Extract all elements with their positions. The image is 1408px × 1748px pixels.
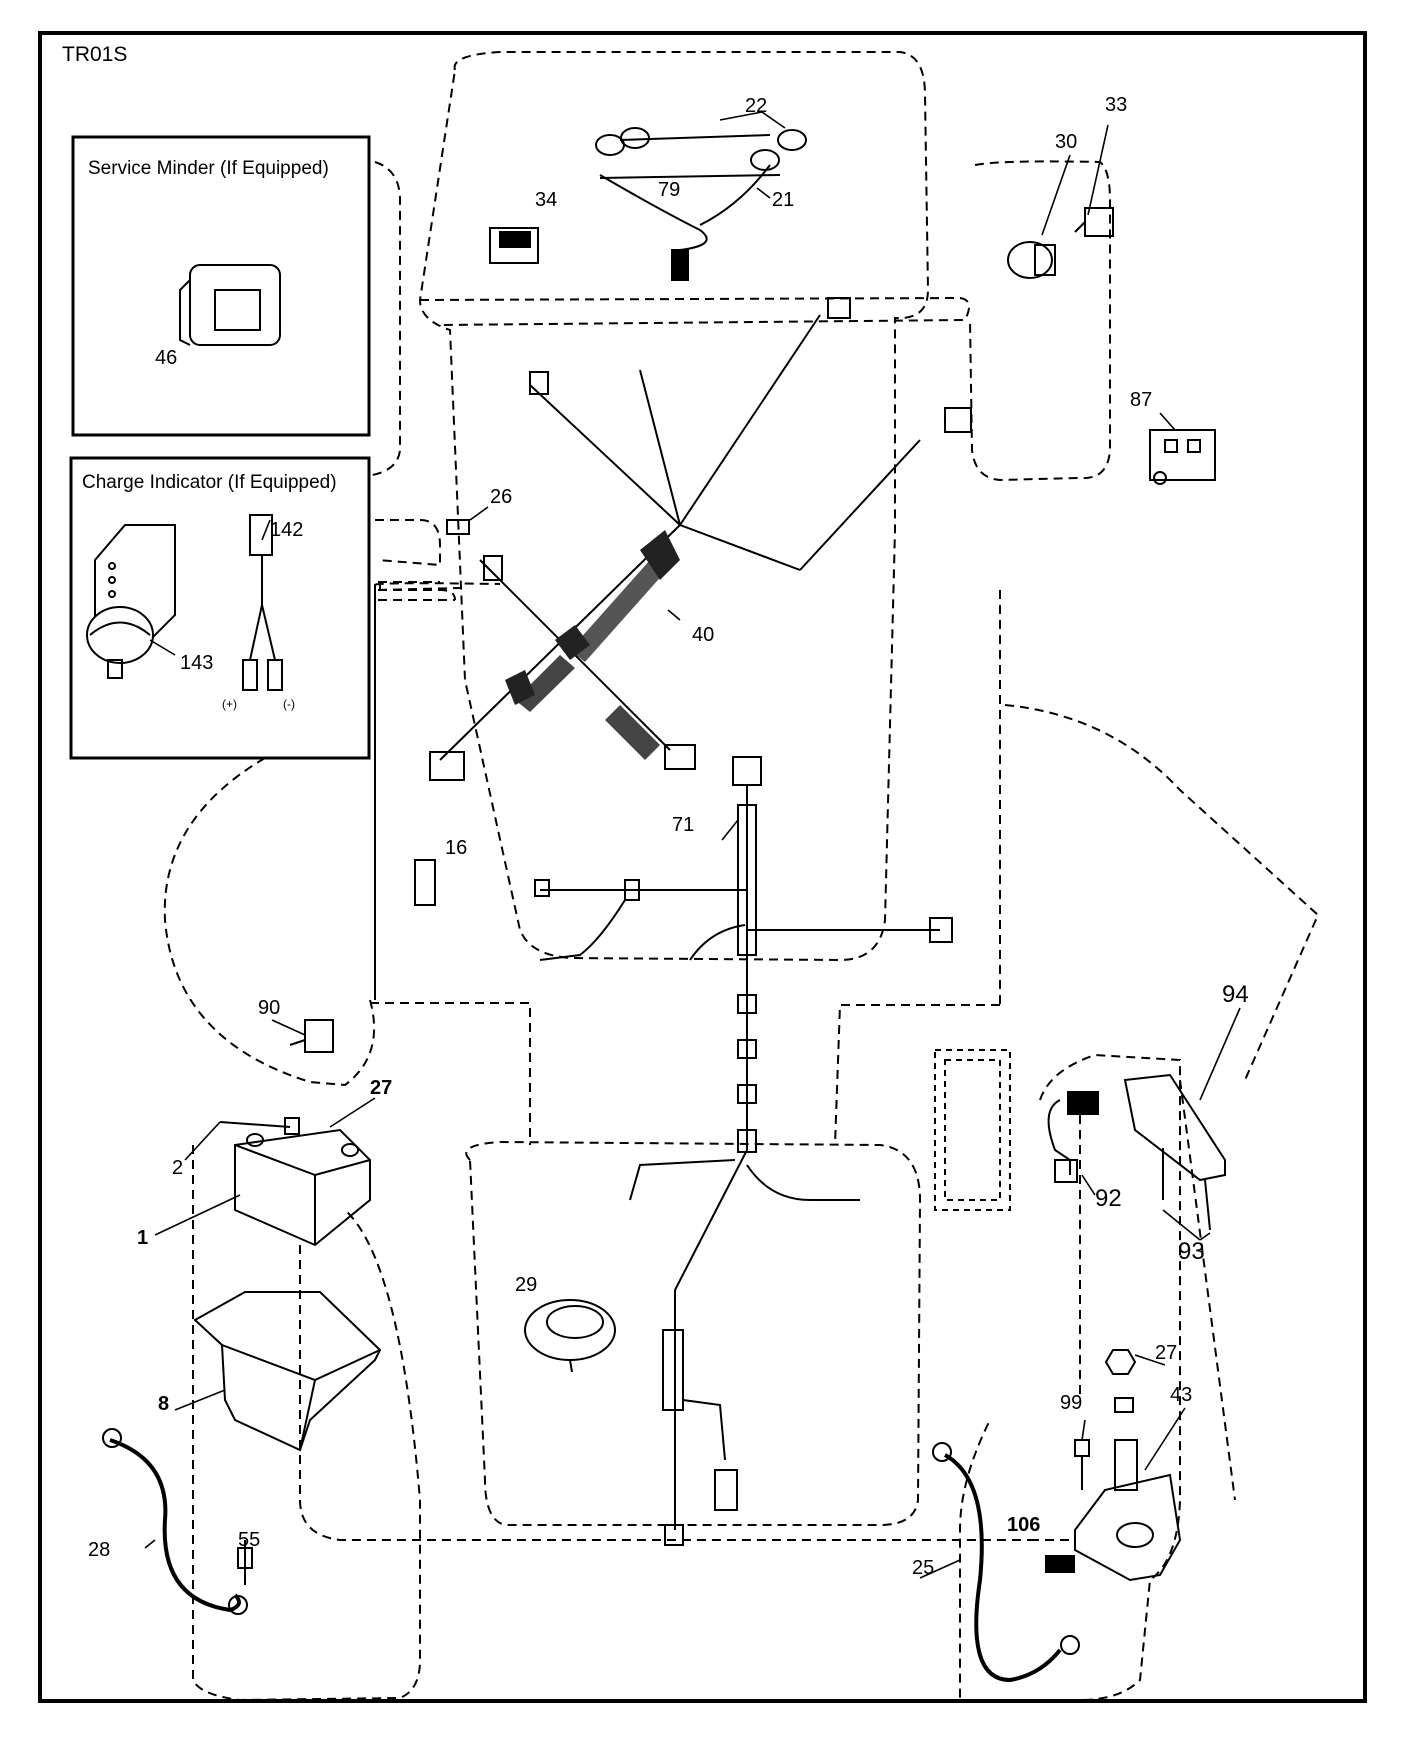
part-label-22: 22 xyxy=(745,95,768,117)
fuse-26 xyxy=(446,519,470,535)
lower-center-outline xyxy=(465,1140,922,1526)
switch-34 xyxy=(489,227,539,264)
part-label-142: 142 xyxy=(270,519,304,541)
terminal-negative: (-) xyxy=(283,697,295,711)
part-label-34: 34 xyxy=(535,189,558,211)
center-frame-right xyxy=(834,1004,1000,1146)
part-label-28: 28 xyxy=(88,1539,111,1561)
part-label-55: 55 xyxy=(238,1529,261,1551)
main-harness xyxy=(429,297,972,781)
part-label-106: 106 xyxy=(1007,1514,1041,1536)
part-label-27-top: 27 xyxy=(370,1077,393,1099)
part-label-33: 33 xyxy=(1105,94,1128,116)
terminal-positive: (+) xyxy=(222,697,237,711)
part-label-26: 26 xyxy=(490,486,513,508)
part-16 xyxy=(414,859,436,906)
part-label-29: 29 xyxy=(515,1274,538,1296)
charge-indicator-title: Charge Indicator (If Equipped) xyxy=(82,472,337,493)
outer-frame xyxy=(38,31,1367,1703)
service-minder-part xyxy=(179,264,281,346)
part-label-8: 8 xyxy=(158,1393,170,1415)
battery-tray xyxy=(193,1291,382,1452)
part-label-40: 40 xyxy=(692,624,715,646)
connector xyxy=(529,371,549,395)
part-label-99: 99 xyxy=(1060,1392,1083,1414)
seat-switch-94 xyxy=(1047,1073,1226,1231)
cable-25 xyxy=(932,1442,1080,1683)
steering-outline xyxy=(418,51,930,962)
leader-lines xyxy=(144,111,1241,1579)
part-90 xyxy=(289,1019,334,1053)
left-panel-outline xyxy=(371,161,401,476)
part-label-143: 143 xyxy=(180,652,214,674)
harness-71 xyxy=(534,756,953,1546)
harness-sleeves xyxy=(505,530,680,760)
part-label-90: 90 xyxy=(258,997,281,1019)
part-label-43: 43 xyxy=(1170,1384,1193,1406)
part-106 xyxy=(1045,1555,1075,1573)
ignition-switch xyxy=(1007,207,1114,279)
part-label-46: 46 xyxy=(155,347,178,369)
part-29 xyxy=(524,1299,616,1373)
headlight-harness xyxy=(595,127,807,281)
part-label-1: 1 xyxy=(137,1227,149,1249)
right-panel-outline xyxy=(969,160,1111,482)
diagram-code: TR01S xyxy=(62,43,128,66)
part-label-79: 79 xyxy=(658,179,681,201)
right-arc-outline xyxy=(1004,704,1320,1081)
charge-indicator-box xyxy=(69,456,371,760)
relay-87 xyxy=(1149,429,1216,485)
bottom-frame-line xyxy=(299,1245,1030,1541)
pedal-outline xyxy=(934,1049,1011,1211)
center-frame-left xyxy=(370,1002,531,1145)
right-lower-outline xyxy=(959,1053,1181,1701)
part-label-16: 16 xyxy=(445,837,468,859)
charge-indicator-part xyxy=(86,514,283,691)
solenoid-43 xyxy=(1074,1349,1182,1582)
part-label-25: 25 xyxy=(912,1557,935,1579)
battery-outline xyxy=(192,1145,421,1702)
left-arc-outline xyxy=(163,757,376,1087)
part-label-30: 30 xyxy=(1055,131,1078,153)
service-minder-box xyxy=(71,135,371,437)
service-minder-title: Service Minder (If Equipped) xyxy=(88,158,329,179)
battery-part xyxy=(219,1117,371,1247)
part-label-92: 92 xyxy=(1095,1185,1122,1212)
part-label-71: 71 xyxy=(672,814,695,836)
dashed-outlines xyxy=(163,51,1320,1702)
part-label-27-right: 27 xyxy=(1155,1342,1178,1364)
part-label-94: 94 xyxy=(1222,981,1249,1008)
part-label-21: 21 xyxy=(772,189,795,211)
part-label-93: 93 xyxy=(1178,1238,1205,1265)
cable-28 xyxy=(102,1428,253,1615)
part-label-2: 2 xyxy=(172,1157,184,1179)
part-label-87: 87 xyxy=(1130,389,1153,411)
